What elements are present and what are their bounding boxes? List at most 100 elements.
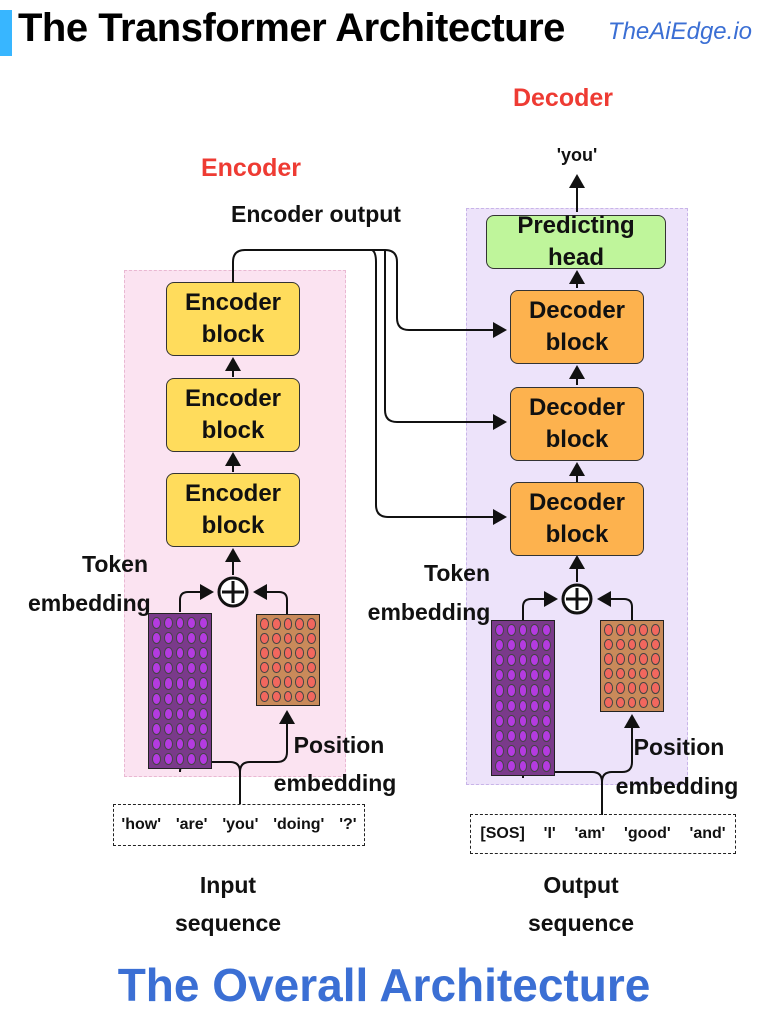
embedding-cell xyxy=(307,618,316,630)
embedding-cell xyxy=(295,618,305,630)
decoder-block-line1: Decoder xyxy=(528,394,626,421)
predicting-head: Predicting head xyxy=(486,212,666,271)
embedding-cell xyxy=(163,737,173,750)
embedding-cell xyxy=(506,639,516,652)
embedding-cell xyxy=(639,682,649,694)
embedding-cell xyxy=(615,682,625,694)
page-title: The Transformer Architecture xyxy=(18,6,565,50)
embedding-cell xyxy=(283,647,293,659)
embedding-cell xyxy=(542,729,551,742)
embedding-cell xyxy=(307,647,316,659)
embedding-cell xyxy=(163,722,173,735)
embedding-cell xyxy=(542,714,551,727)
embedding-cell xyxy=(283,676,293,688)
embedding-cell xyxy=(199,707,208,720)
embedding-cell xyxy=(495,639,504,652)
embedding-cell xyxy=(175,677,185,690)
embedding-cell xyxy=(187,722,197,735)
encoder-block-line1: Encoder xyxy=(184,385,282,412)
decoder-block-top: Decoder block xyxy=(510,290,644,364)
embedding-cell xyxy=(506,744,516,757)
embedding-cell xyxy=(639,638,649,650)
embedding-cell xyxy=(518,684,528,697)
output-token: 'I' xyxy=(543,825,556,842)
embedding-cell xyxy=(518,714,528,727)
decoder-block-line1: Decoder xyxy=(528,297,626,324)
embedding-cell xyxy=(260,690,269,702)
brand-link[interactable]: TheAiEdge.io xyxy=(607,18,752,45)
embedding-cell xyxy=(199,737,208,750)
embedding-cell xyxy=(495,669,504,682)
input-sequence-label-line2: sequence xyxy=(174,910,282,936)
embedding-cell xyxy=(506,684,516,697)
embedding-cell xyxy=(187,737,197,750)
input-token: 'you' xyxy=(222,816,259,833)
embedding-cell xyxy=(260,661,269,673)
embedding-cell xyxy=(627,696,637,708)
decoder-output-token: 'you' xyxy=(556,145,598,165)
embedding-cell xyxy=(627,624,637,636)
encoder-block-line2: block xyxy=(201,512,265,539)
embedding-cell xyxy=(187,692,197,705)
embedding-cell xyxy=(615,624,625,636)
embedding-cell xyxy=(615,653,625,665)
decoder-block-line1: Decoder xyxy=(528,489,626,516)
embedding-cell xyxy=(530,729,540,742)
embedding-cell xyxy=(506,714,516,727)
embedding-cell xyxy=(530,669,540,682)
embedding-cell xyxy=(530,714,540,727)
embedding-cell xyxy=(506,624,516,637)
decoder-token-embedding-label-line1: Token xyxy=(423,560,491,586)
input-token: '?' xyxy=(339,816,357,833)
embedding-cell xyxy=(495,744,504,757)
output-token: 'and' xyxy=(689,825,726,842)
embedding-cell xyxy=(271,661,281,673)
title-accent-bar xyxy=(0,10,12,56)
embedding-cell xyxy=(260,647,269,659)
embedding-cell xyxy=(152,632,161,645)
embedding-cell xyxy=(260,618,269,630)
embedding-cell xyxy=(307,690,316,702)
input-token: 'how' xyxy=(121,816,162,833)
encoder-position-embedding-matrix xyxy=(256,614,320,706)
embedding-cell xyxy=(518,669,528,682)
decoder-block-line2: block xyxy=(545,426,609,453)
decoder-block-line2: block xyxy=(545,329,609,356)
add-operator-encoder xyxy=(217,576,249,608)
decoder-position-embedding-label-line2: embedding xyxy=(615,773,739,799)
embedding-cell xyxy=(518,759,528,772)
embedding-cell xyxy=(152,722,161,735)
embedding-cell xyxy=(495,699,504,712)
embedding-cell xyxy=(506,729,516,742)
embedding-cell xyxy=(199,677,208,690)
embedding-cell xyxy=(152,692,161,705)
embedding-cell xyxy=(163,662,173,675)
embedding-cell xyxy=(518,744,528,757)
embedding-cell xyxy=(295,676,305,688)
encoder-position-embedding-label-line2: embedding xyxy=(273,770,397,796)
encoder-block-line1: Encoder xyxy=(184,289,282,316)
encoder-token-embedding-label-line2: embedding xyxy=(28,590,151,616)
embedding-cell xyxy=(187,617,197,630)
input-token: 'doing' xyxy=(273,816,325,833)
encoder-section-label: Encoder xyxy=(200,154,302,182)
encoder-token-embedding-label-line1: Token xyxy=(81,551,149,577)
embedding-cell xyxy=(615,696,625,708)
input-sequence-box: 'how' 'are' 'you' 'doing' '?' xyxy=(113,804,365,846)
embedding-cell xyxy=(295,690,305,702)
output-token: 'good' xyxy=(624,825,671,842)
embedding-cell xyxy=(295,632,305,644)
embedding-cell xyxy=(283,690,293,702)
embedding-cell xyxy=(506,759,516,772)
decoder-block-line2: block xyxy=(545,521,609,548)
embedding-cell xyxy=(295,647,305,659)
embedding-cell xyxy=(199,752,208,765)
output-sequence-box: [SOS] 'I' 'am' 'good' 'and' xyxy=(470,814,736,854)
embedding-cell xyxy=(495,624,504,637)
embedding-cell xyxy=(163,617,173,630)
output-token: [SOS] xyxy=(480,825,525,842)
embedding-cell xyxy=(187,677,197,690)
embedding-cell xyxy=(542,624,551,637)
